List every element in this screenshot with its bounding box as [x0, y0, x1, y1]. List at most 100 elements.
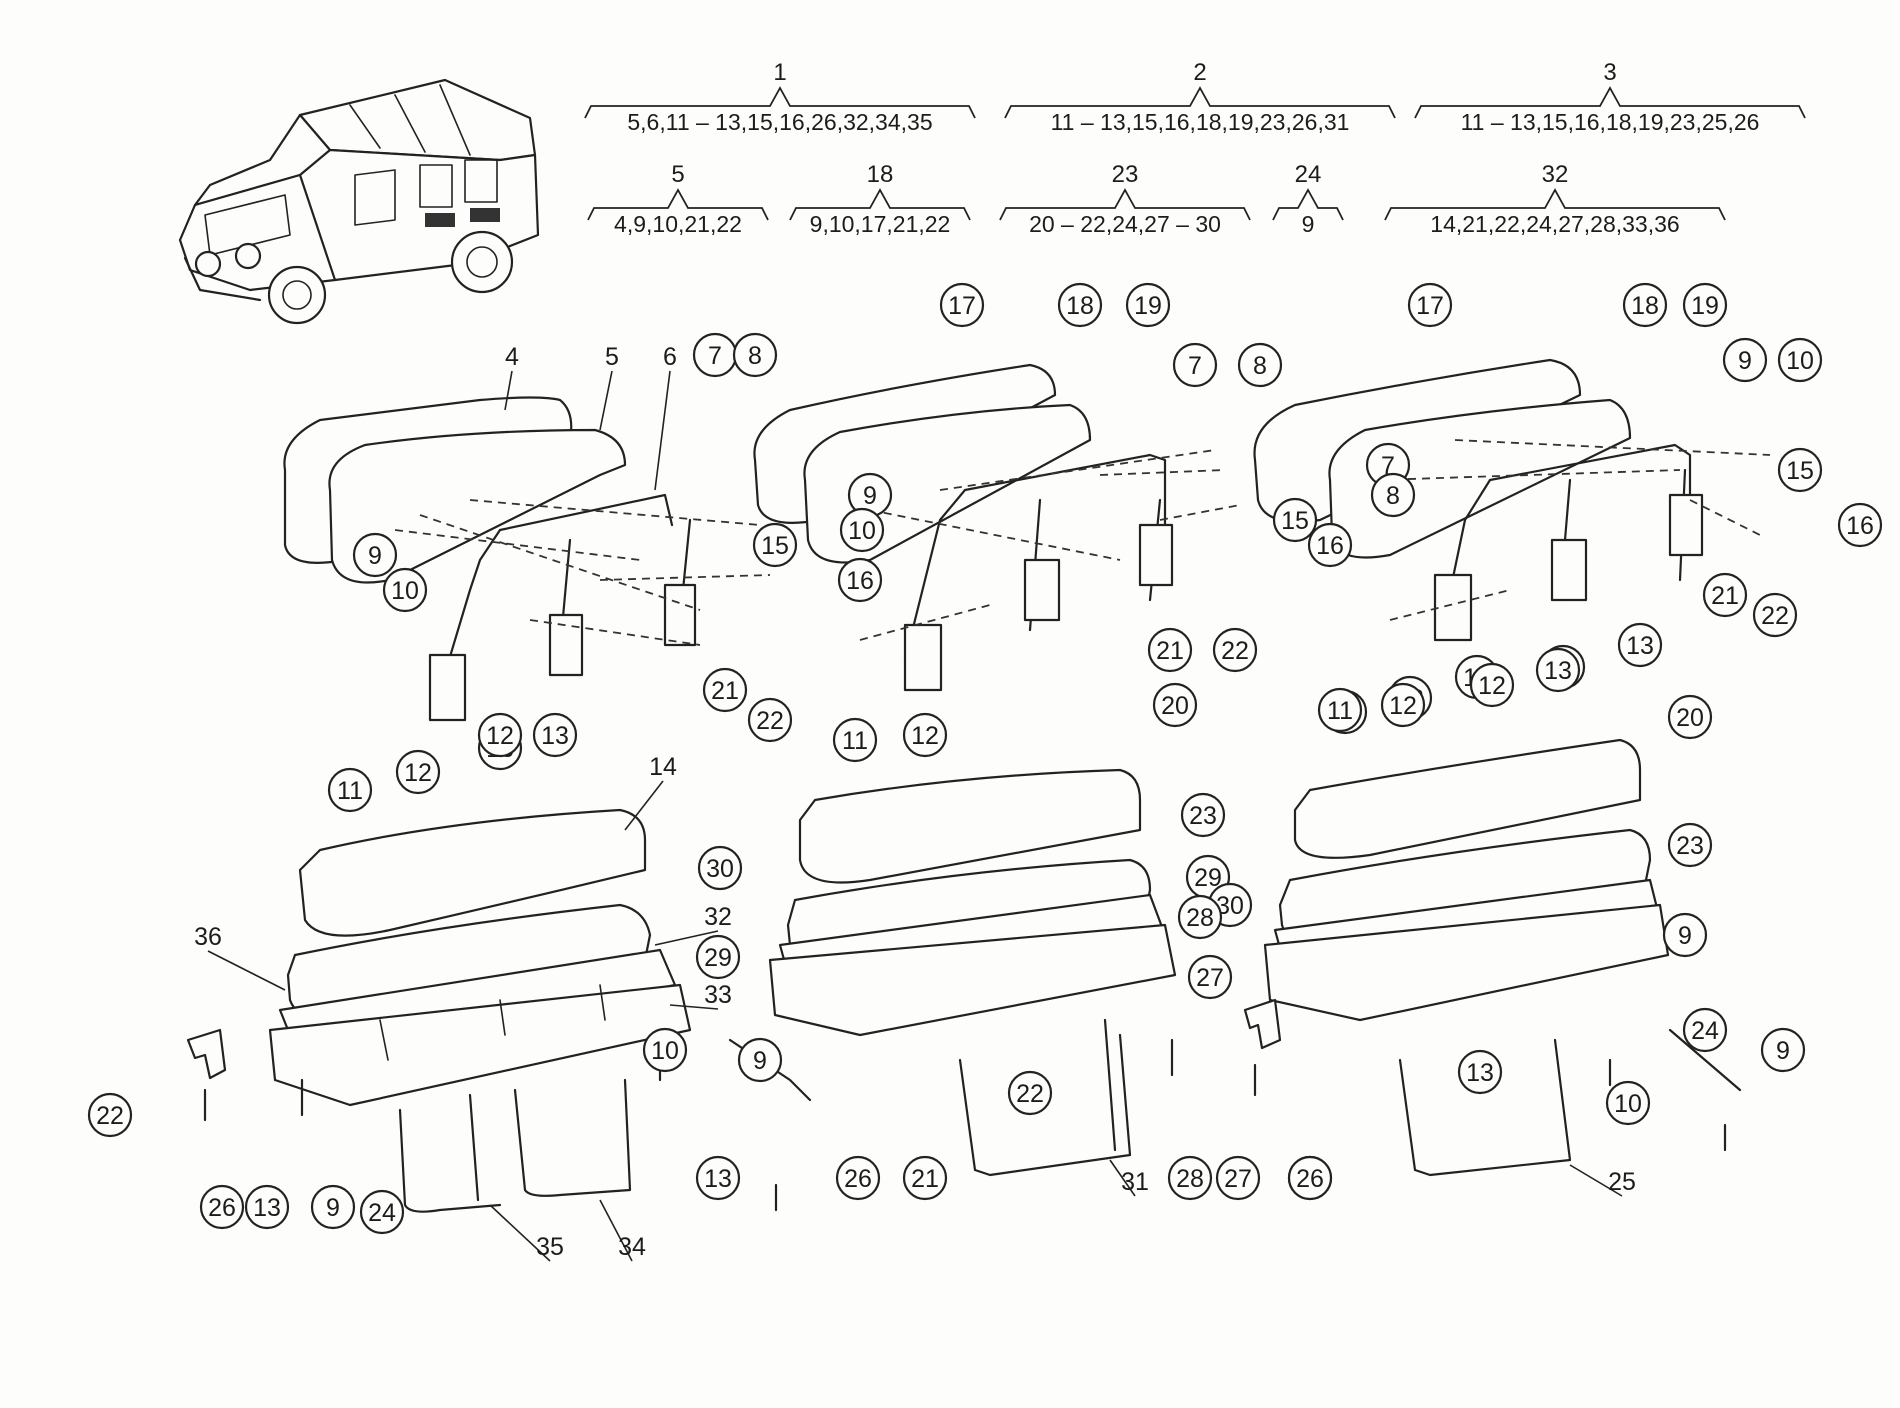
callout-11: 11: [327, 767, 373, 813]
callout-24: 24: [1682, 1007, 1728, 1053]
callout-circle: [1722, 337, 1768, 383]
part-number: 27: [1196, 964, 1224, 992]
callout-16: 16: [1837, 502, 1883, 548]
callout-circle: [1605, 1080, 1651, 1126]
callout-circle: [1662, 912, 1708, 958]
callout-circle: [1287, 1155, 1333, 1201]
callout-circle: [702, 667, 748, 713]
callout-9: 9: [1662, 912, 1708, 958]
part-number: 22: [1016, 1080, 1044, 1108]
part-label-14: 14: [624, 753, 677, 831]
part-number: 16: [1846, 512, 1874, 540]
callout-13: 13: [695, 1155, 741, 1201]
part-number: 7: [708, 342, 722, 370]
part-number: 5: [605, 343, 619, 371]
part-number: 28: [1186, 904, 1214, 932]
callout-9: 9: [1722, 337, 1768, 383]
part-number: 17: [1416, 292, 1444, 320]
part-number: 12: [486, 722, 514, 750]
callout-circle: [1237, 342, 1283, 388]
callout-circle: [1125, 282, 1171, 328]
part-number: 13: [1626, 632, 1654, 660]
callout-circle: [199, 1184, 245, 1230]
part-number: 22: [96, 1102, 124, 1130]
assembly-group-24: 249: [1272, 161, 1344, 237]
callout-16: 16: [837, 557, 883, 603]
part-number: 15: [1786, 457, 1814, 485]
callout-circle: [1407, 282, 1453, 328]
vehicle-illustration: [178, 78, 540, 325]
callout-circle: [1535, 647, 1581, 693]
callout-13: 13: [1535, 647, 1581, 693]
callout-18: 18: [1622, 282, 1668, 328]
callout-11: 11: [1317, 687, 1363, 733]
callout-22: 22: [747, 697, 793, 743]
callout-27: 27: [1187, 954, 1233, 1000]
part-number: 9: [1678, 922, 1692, 950]
callout-8: 8: [1237, 342, 1283, 388]
part-label-6: 6: [654, 343, 677, 491]
callout-12: 12: [395, 749, 441, 795]
part-number: 36: [194, 923, 222, 951]
seat-cushion-assembly-left: [268, 808, 692, 1213]
part-number: 7: [1188, 352, 1202, 380]
assembly-group-number: 32: [1542, 161, 1569, 188]
part-number: 10: [1786, 347, 1814, 375]
assembly-group-contents: 4,9,10,21,22: [614, 211, 742, 237]
part-number: 20: [1161, 692, 1189, 720]
part-label-36: 36: [194, 923, 286, 991]
callout-circle: [477, 712, 523, 758]
part-number: 10: [651, 1037, 679, 1065]
callout-circle: [939, 282, 985, 328]
part-number: 4: [505, 343, 519, 371]
callout-circle: [835, 1155, 881, 1201]
callout-circle: [1752, 592, 1798, 638]
callout-19: 19: [1125, 282, 1171, 328]
callout-10: 10: [1605, 1080, 1651, 1126]
callout-13: 13: [1457, 1049, 1503, 1095]
callout-10: 10: [642, 1027, 688, 1073]
part-number: 21: [911, 1165, 939, 1193]
assembly-group-number: 2: [1193, 59, 1206, 86]
callout-circle: [737, 1037, 783, 1083]
part-number: 29: [704, 944, 732, 972]
callout-circle: [1837, 502, 1883, 548]
part-number: 31: [1121, 1168, 1149, 1196]
backrest-assembly-right: [1253, 358, 1771, 642]
part-number: 22: [1761, 602, 1789, 630]
callout-9: 9: [352, 532, 398, 578]
callout-10: 10: [1777, 337, 1823, 383]
part-number: 21: [1156, 637, 1184, 665]
part-label-35: 35: [489, 1204, 564, 1262]
callout-circle: [359, 1189, 405, 1235]
callout-17: 17: [939, 282, 985, 328]
callout-circle: [382, 567, 428, 613]
part-number: 34: [618, 1233, 646, 1261]
callout-circle: [1370, 472, 1416, 518]
part-number: 14: [649, 753, 677, 781]
assembly-group-contents: 9: [1302, 211, 1315, 237]
part-number: 9: [863, 482, 877, 510]
callout-circle: [732, 332, 778, 378]
callout-circle: [1777, 447, 1823, 493]
callout-29: 29: [695, 934, 741, 980]
part-number: 13: [1544, 657, 1572, 685]
assembly-group-number: 1: [773, 59, 786, 86]
callout-9: 9: [737, 1037, 783, 1083]
callout-18: 18: [1057, 282, 1103, 328]
callout-28: 28: [1177, 894, 1223, 940]
assembly-group-5: 54,9,10,21,22: [587, 161, 769, 237]
callout-21: 21: [1147, 627, 1193, 673]
callout-circle: [1172, 342, 1218, 388]
part-number: 23: [1676, 832, 1704, 860]
part-number: 30: [706, 855, 734, 883]
part-number: 13: [541, 722, 569, 750]
callout-13: 13: [1617, 622, 1663, 668]
callout-circle: [532, 712, 578, 758]
part-label-4: 4: [504, 343, 519, 411]
assembly-group-contents: 5,6,11 – 13,15,16,26,32,34,35: [627, 109, 932, 135]
callout-27: 27: [1215, 1155, 1261, 1201]
part-number: 12: [1389, 692, 1417, 720]
